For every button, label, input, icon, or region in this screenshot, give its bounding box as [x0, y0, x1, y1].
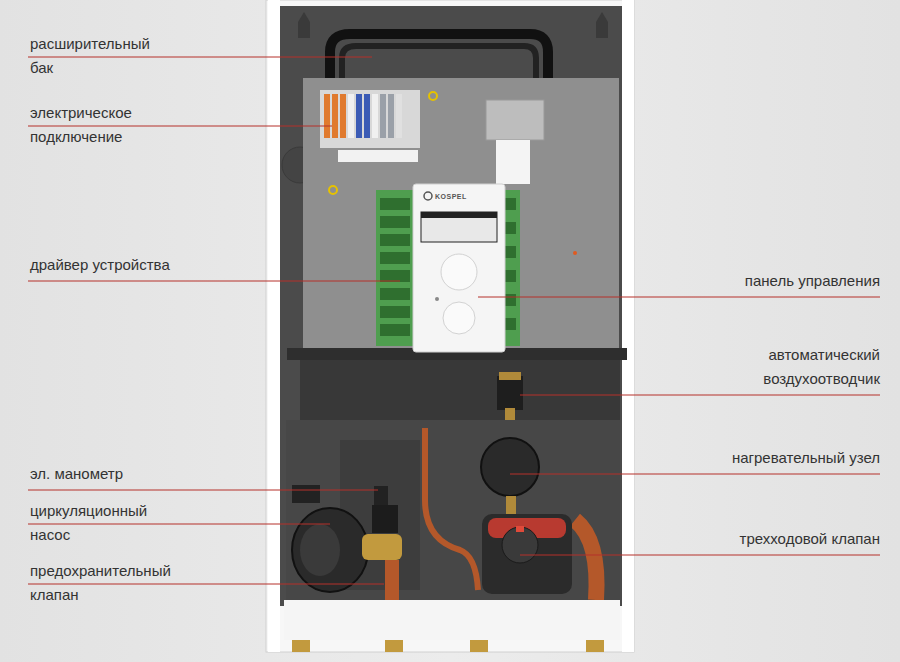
connector: [586, 640, 604, 652]
display: [421, 212, 497, 242]
copper-pipe: [575, 520, 597, 600]
dot: [573, 251, 577, 255]
leader-lines: [28, 57, 880, 584]
screw: [329, 186, 337, 194]
logo-mark: [424, 192, 432, 200]
shadow: [300, 360, 620, 420]
air-vent: [497, 376, 523, 410]
expansion-tank: [330, 34, 548, 82]
driver-panel: [303, 78, 619, 350]
control-panel: [413, 184, 505, 352]
circulation-pump: [292, 508, 368, 592]
manometer: [374, 486, 388, 506]
leader-line: [28, 584, 384, 585]
connector: [292, 640, 310, 652]
connector: [470, 640, 488, 652]
air-vent-cap: [499, 372, 521, 380]
part-label: предохранительный клапан: [30, 559, 171, 607]
part-label: эл. манометр: [30, 462, 123, 486]
leader-line: [520, 555, 880, 556]
screw: [429, 92, 437, 100]
leader-line: [28, 126, 332, 127]
leader-line: [28, 57, 372, 58]
housing-side: [622, 0, 634, 652]
relay: [486, 100, 544, 140]
leader-line: [28, 524, 330, 525]
part-label: панель управления: [745, 269, 880, 293]
knob: [441, 254, 477, 290]
mount-hole: [596, 12, 608, 38]
bottom-cover: [284, 600, 620, 640]
three-way-valve: [482, 514, 572, 594]
connector: [385, 640, 403, 652]
terminal-block: [320, 90, 420, 148]
safety-valve: [362, 534, 402, 560]
display-bar: [421, 212, 497, 218]
leader-line: [520, 395, 880, 396]
leader-line: [510, 474, 880, 475]
heating-unit: [481, 438, 539, 496]
part-label: электрическое подключение: [30, 101, 132, 149]
led: [435, 297, 439, 301]
brand-logo: KOSPEL: [435, 192, 467, 201]
part-label: трехходовой клапан: [740, 527, 880, 551]
manometer-body: [372, 505, 398, 533]
pump-plug: [292, 485, 320, 503]
housing-side: [268, 0, 280, 652]
part-label: нагревательный узел: [732, 446, 880, 470]
part-label: автоматический воздухоотводчик: [763, 343, 880, 391]
relay-base: [496, 140, 530, 184]
knob: [443, 302, 475, 334]
expansion-tank: [342, 46, 536, 82]
part-label: циркуляционный насос: [30, 499, 147, 547]
copper-pipe: [385, 560, 399, 604]
leader-line: [478, 297, 880, 298]
valve-mark: [516, 526, 524, 532]
back-plate: [280, 6, 622, 606]
terminals: [324, 94, 402, 138]
valve-knob: [502, 527, 538, 563]
lower-bay: [286, 420, 620, 606]
leader-line: [28, 490, 378, 491]
mount-hole: [298, 12, 310, 38]
clamp: [338, 150, 418, 162]
part-label: расширительный бак: [30, 32, 150, 80]
part-label: драйвер устройства: [30, 253, 170, 277]
copper-pipe: [425, 428, 478, 590]
leader-line: [28, 281, 400, 282]
pump-motor: [300, 524, 340, 576]
housing: [266, 0, 634, 652]
